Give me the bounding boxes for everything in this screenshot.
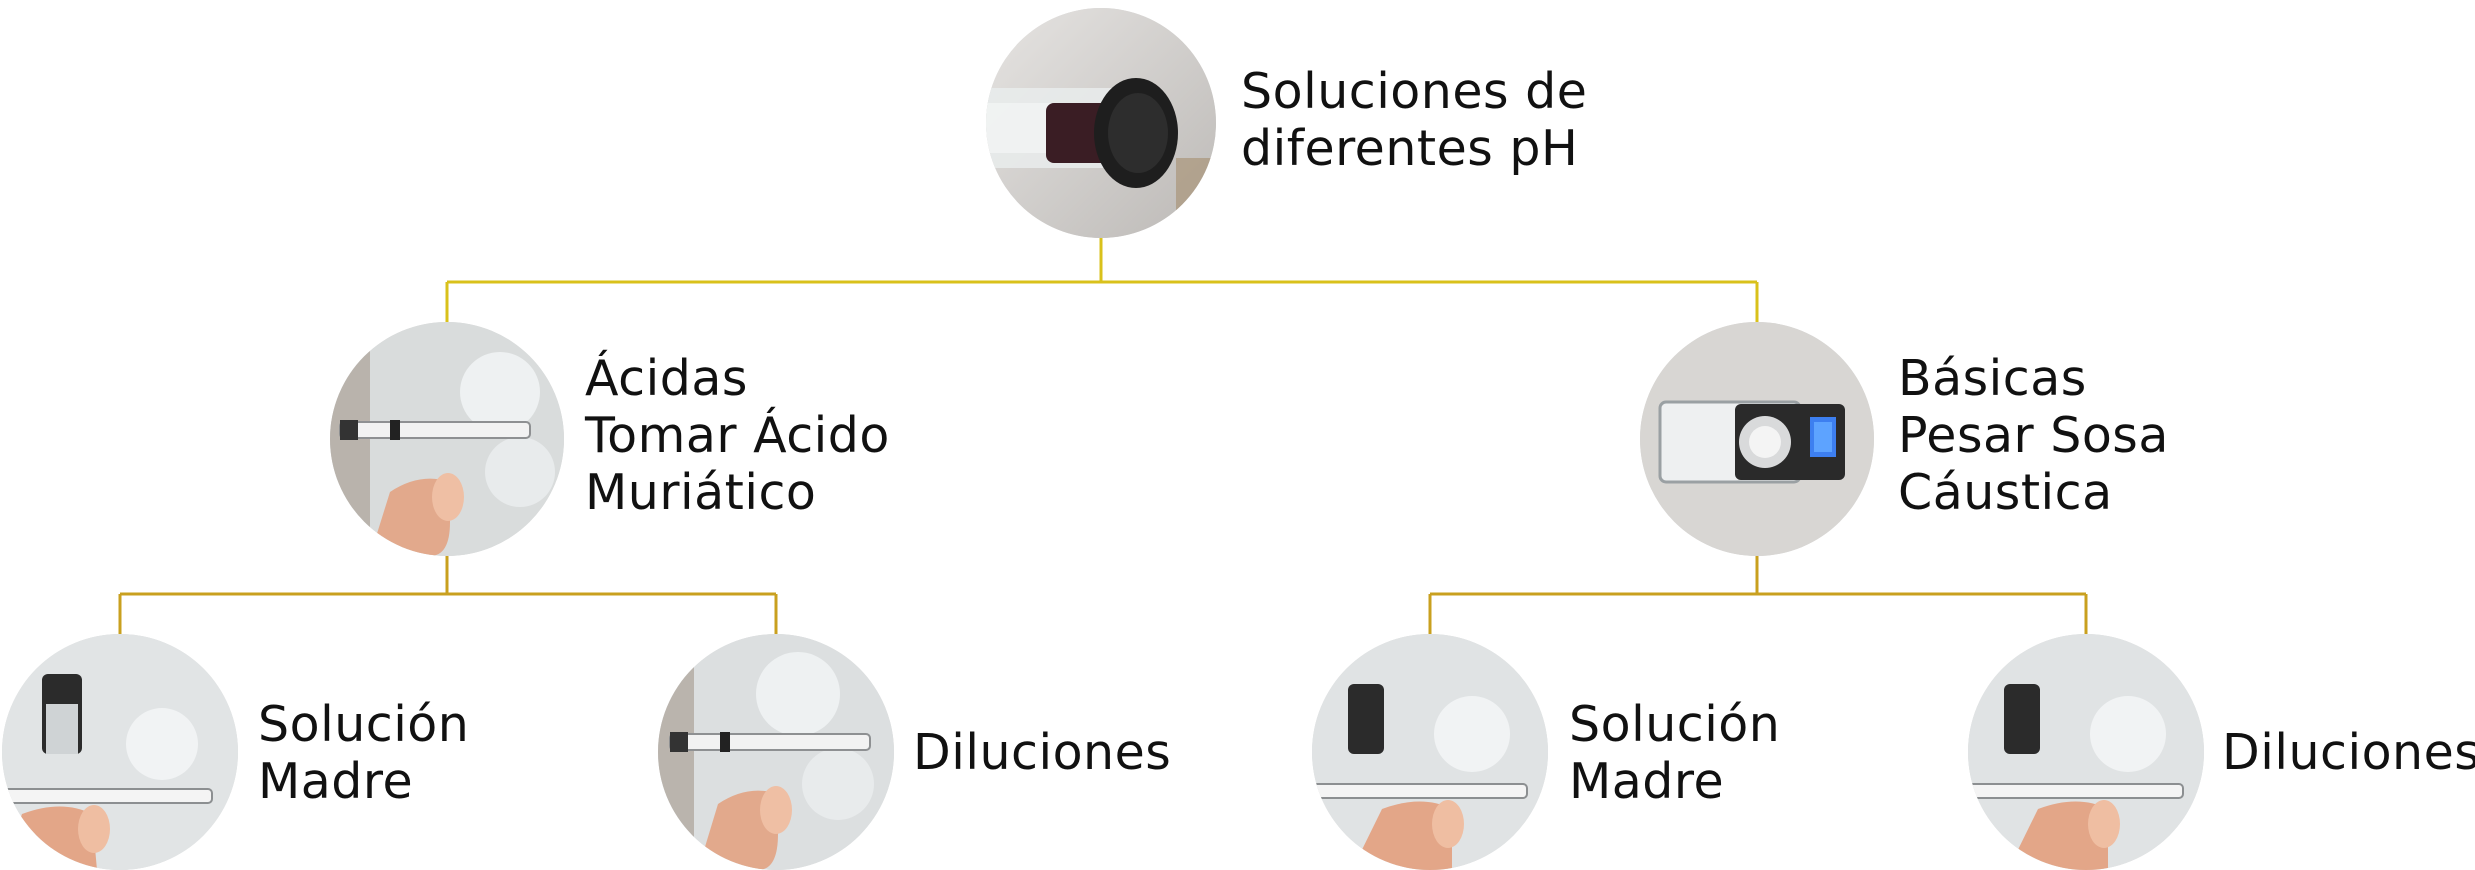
base-diluciones-label: Diluciones bbox=[2222, 724, 2475, 781]
base-diluciones-photo bbox=[1968, 634, 2204, 870]
acid-connector bbox=[118, 554, 778, 634]
base-connector bbox=[1428, 554, 2088, 634]
acid-label: Ácidas Tomar Ácido Muriático bbox=[585, 350, 890, 521]
acid-diluciones-label: Diluciones bbox=[913, 724, 1171, 781]
acid-madre-label-line-1: Solución bbox=[258, 696, 470, 753]
syringe-vial-photo-icon bbox=[2, 634, 238, 870]
acid-label-line-2: Tomar Ácido bbox=[585, 407, 890, 464]
root-label-line-2: diferentes pH bbox=[1241, 120, 1579, 177]
root-label: Soluciones de diferentes pH bbox=[1241, 63, 1587, 177]
acid-madre-label: Solución Madre bbox=[258, 696, 469, 810]
base-madre-label-line-2: Madre bbox=[1569, 753, 1725, 810]
base-label: Básicas Pesar Sosa Cáustica bbox=[1898, 350, 2169, 521]
base-label-line-2: Pesar Sosa bbox=[1898, 407, 2169, 464]
base-label-line-1: Básicas bbox=[1898, 350, 2087, 407]
root-connector bbox=[445, 237, 1759, 322]
vial-photo-icon bbox=[986, 8, 1216, 238]
base-photo bbox=[1640, 322, 1874, 556]
acid-madre-photo bbox=[2, 634, 238, 870]
syringe-vial-photo-icon bbox=[1312, 634, 1548, 870]
scale-photo-icon bbox=[1640, 322, 1874, 556]
root-photo bbox=[986, 8, 1216, 238]
acid-label-line-3: Muriático bbox=[585, 464, 817, 521]
base-label-line-3: Cáustica bbox=[1898, 464, 2113, 521]
syringe-photo-icon bbox=[330, 322, 564, 556]
acid-diluciones-label-line-1: Diluciones bbox=[913, 724, 1172, 781]
base-madre-label: Solución Madre bbox=[1569, 696, 1780, 810]
acid-photo bbox=[330, 322, 564, 556]
syringe-vial-photo-icon bbox=[1968, 634, 2204, 870]
syringe-photo-icon bbox=[658, 634, 894, 870]
base-madre-photo bbox=[1312, 634, 1548, 870]
acid-madre-label-line-2: Madre bbox=[258, 753, 414, 810]
base-madre-label-line-1: Solución bbox=[1569, 696, 1781, 753]
acid-label-line-1: Ácidas bbox=[585, 350, 748, 407]
acid-diluciones-photo bbox=[658, 634, 894, 870]
root-label-line-1: Soluciones de bbox=[1241, 63, 1588, 120]
base-diluciones-label-line-1: Diluciones bbox=[2222, 724, 2475, 781]
